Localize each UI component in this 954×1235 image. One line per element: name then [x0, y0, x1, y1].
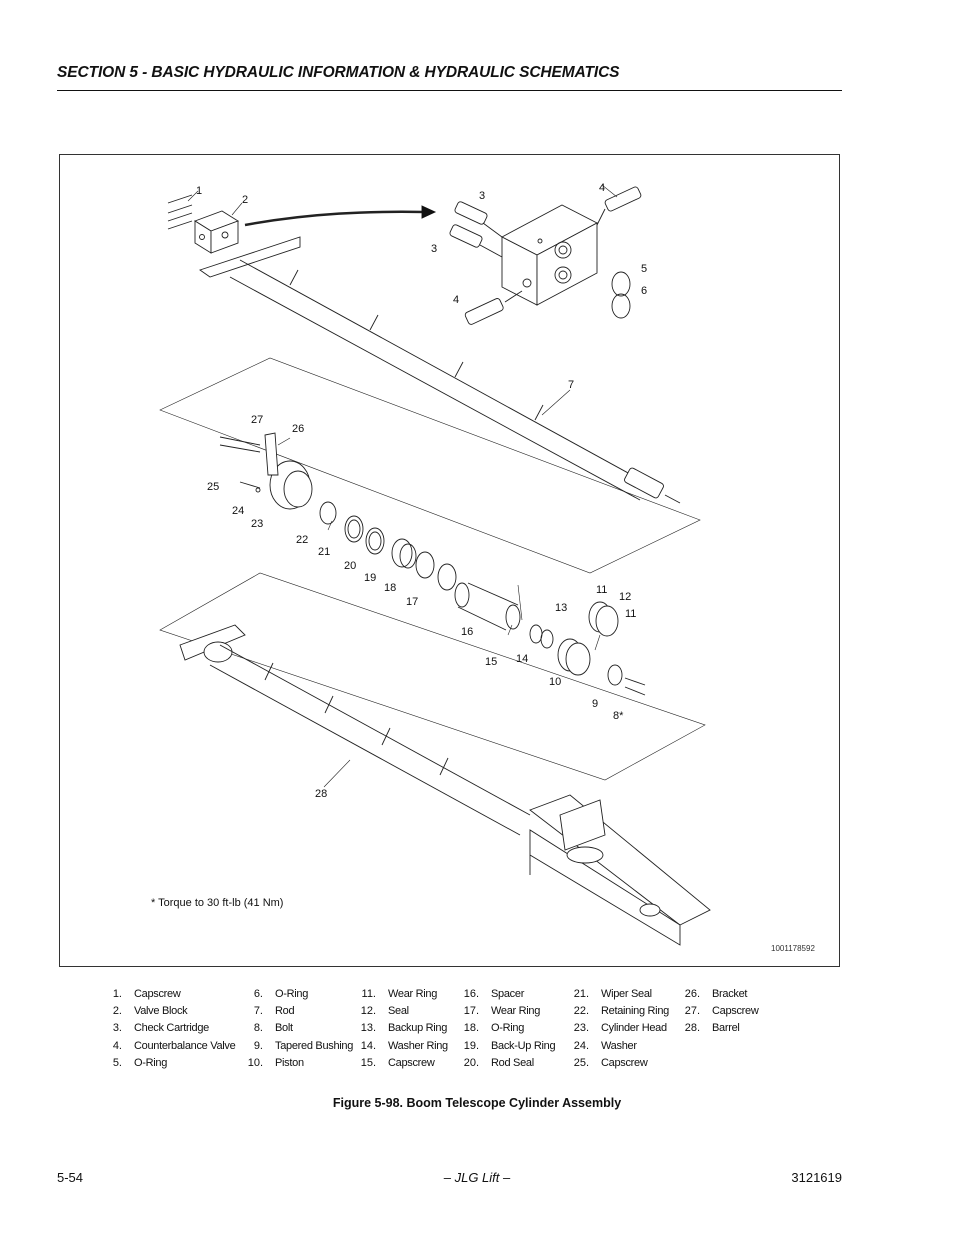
callout-9: 9 [592, 698, 598, 710]
legend-item: 1.Capscrew [112, 988, 181, 1000]
piston [557, 601, 646, 696]
cylinder-head [219, 432, 313, 510]
legend-item: 5.O-Ring [112, 1056, 168, 1069]
callout-11b: 11 [625, 608, 636, 620]
callout-24: 24 [232, 505, 244, 517]
seal-rings [319, 501, 457, 591]
legend-item: 28.Barrel [684, 1022, 740, 1035]
callout-7: 7 [568, 379, 574, 391]
legend-item: 13.Backup Ring [360, 1022, 448, 1035]
legend-item: 25.Capscrew [573, 1056, 648, 1069]
valve-block-small [167, 194, 240, 254]
callout-27: 27 [251, 414, 263, 426]
callout-12: 12 [619, 591, 631, 603]
leader-lines [187, 184, 618, 788]
counterbalance-valves [464, 186, 642, 325]
callout-13: 13 [555, 602, 567, 614]
callout-23: 23 [251, 518, 263, 530]
legend-item: 27.Capscrew [684, 1005, 759, 1018]
legend-column-6: 26.Bracket 27.Capscrew 28.Barrel [678, 986, 759, 1038]
legend-item: 20.Rod Seal [463, 1056, 534, 1069]
legend-item: 17.Wear Ring [463, 1005, 541, 1018]
o-rings-5-6 [611, 271, 631, 319]
legend-item: 2.Valve Block [112, 1005, 188, 1018]
callout-10: 10 [549, 676, 561, 688]
callout-6: 6 [641, 285, 647, 297]
legend-column-4: 16.Spacer 17.Wear Ring 18.O-Ring 19.Back… [457, 986, 556, 1072]
footer-brand: – JLG Lift – [443, 1170, 511, 1185]
valve-block-large [501, 204, 598, 306]
legend-item: 9.Tapered Bushing [253, 1039, 354, 1052]
rod [199, 236, 681, 504]
callout-4a: 4 [599, 182, 605, 194]
callout-11a: 11 [596, 584, 607, 596]
callout-14: 14 [516, 653, 528, 665]
legend-column-5: 21.Wiper Seal 22.Retaining Ring 23.Cylin… [567, 986, 670, 1072]
legend-item: 16.Spacer [463, 988, 525, 1000]
legend-item: 24.Washer [573, 1039, 637, 1052]
callout-3a: 3 [479, 190, 485, 202]
callout-4b: 4 [453, 294, 459, 306]
section-title: SECTION 5 - BASIC HYDRAULIC INFORMATION … [57, 64, 620, 81]
legend-column-1: 1.Capscrew 2.Valve Block 3.Check Cartrid… [100, 986, 236, 1072]
legend-item: 4.Counterbalance Valve [112, 1039, 236, 1052]
callout-22: 22 [296, 534, 308, 546]
legend-item: 6.O-Ring [253, 988, 309, 1000]
callout-18: 18 [384, 582, 396, 594]
torque-note: * Torque to 30 ft-lb (41 Nm) [151, 897, 284, 909]
callout-5: 5 [641, 263, 647, 275]
legend-item: 10.Piston [247, 1056, 304, 1069]
callout-25: 25 [207, 481, 219, 493]
callout-19: 19 [364, 572, 376, 584]
legend-item: 26.Bracket [684, 988, 748, 1000]
direction-arrow [244, 210, 426, 227]
legend-item: 21.Wiper Seal [573, 988, 652, 1000]
legend-column-2: 6.O-Ring 7.Rod 8.Bolt 9.Tapered Bushing … [241, 986, 354, 1072]
legend-item: 8.Bolt [253, 1022, 293, 1035]
arrow-head [421, 205, 437, 219]
page-number: 5-54 [57, 1170, 84, 1185]
legend-item: 19.Back-Up Ring [463, 1039, 556, 1052]
spacer [454, 582, 521, 631]
exploded-assembly-drawing: 1 2 3 3 4 4 5 6 7 27 26 25 24 23 22 21 2… [159, 182, 711, 946]
callout-16: 16 [461, 626, 473, 638]
callout-labels: 1 2 3 3 4 4 5 6 7 27 26 25 24 23 22 21 2… [196, 182, 647, 800]
legend-item: 12.Seal [360, 1005, 409, 1018]
legend-item: 14.Washer Ring [360, 1039, 448, 1052]
barrel-assembly-plane [159, 572, 706, 781]
document-number: 3121619 [791, 1170, 842, 1185]
drawing-number: 1001178592 [771, 944, 815, 953]
callout-3b: 3 [431, 243, 437, 255]
legend-item: 3.Check Cartridge [112, 1022, 209, 1035]
callout-8: 8* [613, 710, 624, 722]
legend-column-3: 11.Wear Ring 12.Seal 13.Backup Ring 14.W… [354, 986, 448, 1072]
callout-2: 2 [242, 194, 248, 206]
callout-21: 21 [318, 546, 330, 558]
header-rule [57, 90, 842, 91]
callout-28: 28 [315, 788, 327, 800]
callout-26: 26 [292, 423, 304, 435]
callout-17: 17 [406, 596, 418, 608]
legend-item: 23.Cylinder Head [573, 1022, 667, 1035]
check-cartridges [449, 201, 503, 258]
legend-item: 11.Wear Ring [361, 988, 438, 1000]
legend-item: 18.O-Ring [463, 1022, 525, 1035]
legend-item: 15.Capscrew [360, 1056, 435, 1069]
figure-caption: Figure 5-98. Boom Telescope Cylinder Ass… [332, 1096, 622, 1110]
rod-assembly-plane [159, 357, 701, 574]
callout-20: 20 [344, 560, 356, 572]
figure-frame: 1 2 3 3 4 4 5 6 7 27 26 25 24 23 22 21 2… [59, 154, 840, 967]
backup-washer-rings [529, 624, 554, 649]
barrel [179, 624, 711, 946]
legend-item: 7.Rod [253, 1005, 295, 1018]
legend-item: 22.Retaining Ring [573, 1005, 670, 1018]
callout-15: 15 [485, 656, 497, 668]
callout-1: 1 [196, 185, 202, 197]
